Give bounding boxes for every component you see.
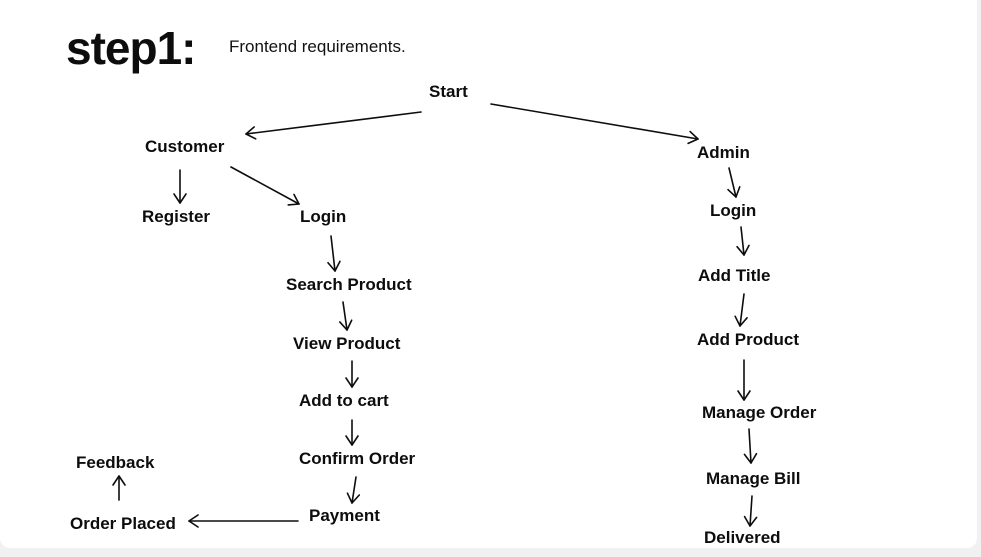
node-confirm-order: Confirm Order	[299, 449, 416, 468]
edge-start-customer	[245, 111, 422, 140]
node-customer: Customer	[145, 137, 225, 156]
page-title: step1:	[66, 22, 196, 74]
node-add-product: Add Product	[697, 330, 799, 349]
node-feedback: Feedback	[76, 453, 155, 472]
edge-login-search	[327, 235, 341, 272]
edge-admin-login	[727, 167, 741, 198]
node-register: Register	[142, 207, 211, 226]
edge-start-admin	[490, 103, 699, 145]
node-payment: Payment	[309, 506, 380, 525]
arrows-layer	[112, 103, 758, 528]
diagram-canvas: step1: Frontend requirements.	[0, 0, 977, 548]
node-add-to-cart: Add to cart	[299, 391, 389, 410]
node-order-placed: Order Placed	[70, 514, 176, 533]
edge-customer-login	[230, 166, 300, 206]
node-start: Start	[429, 82, 468, 101]
node-view-product: View Product	[293, 334, 401, 353]
node-manage-order: Manage Order	[702, 403, 817, 422]
node-delivered: Delivered	[704, 528, 781, 547]
node-admin: Admin	[697, 143, 750, 162]
edge-search-view	[338, 301, 353, 331]
edge-manageorder-managebill	[743, 428, 758, 464]
page-subtitle: Frontend requirements.	[229, 37, 406, 56]
node-admin-login: Login	[710, 201, 757, 220]
edge-adminlogin-addtitle	[736, 226, 750, 256]
node-manage-bill: Manage Bill	[706, 469, 801, 488]
node-customer-login: Login	[300, 207, 347, 226]
node-search-product: Search Product	[286, 275, 412, 294]
node-add-title: Add Title	[698, 266, 771, 285]
edge-confirm-payment	[346, 476, 361, 504]
edge-addtitle-addproduct	[734, 293, 748, 327]
edge-managebill-delivered	[743, 495, 758, 527]
